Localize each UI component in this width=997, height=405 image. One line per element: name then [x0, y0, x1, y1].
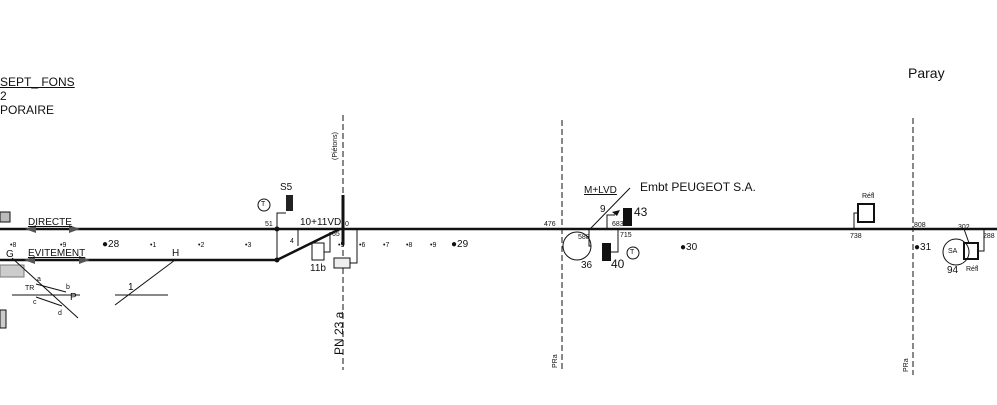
m-lvd-label: M+LVD: [584, 185, 617, 196]
signal-11b: [311, 242, 325, 261]
km-51: 51: [265, 221, 273, 228]
label-c: c: [33, 299, 37, 306]
label-h: H: [172, 248, 180, 259]
reflector-label-1: Réfl: [862, 193, 875, 200]
marker: •2: [198, 242, 205, 249]
speed-sign-36-label: 36: [581, 260, 593, 271]
km-0: 0: [345, 221, 349, 228]
reflector-box-2: [963, 242, 979, 260]
marker-major: ●29: [451, 239, 469, 250]
line-number: 2: [0, 89, 7, 103]
km-808: 808: [914, 222, 926, 229]
reflector-box-1: [857, 203, 875, 223]
marker: •7: [383, 242, 390, 249]
label-p: P: [70, 292, 77, 303]
label-1: 1: [128, 282, 134, 293]
peugeot-siding-label: Embt PEUGEOT S.A.: [640, 180, 756, 194]
t-label-2: T: [630, 249, 635, 256]
evitement-arrow-right: [79, 256, 90, 264]
track-label-directe: DIRECTE: [28, 217, 72, 228]
marker: •8: [10, 242, 17, 249]
label-g: G: [6, 249, 14, 260]
km-476: 476: [544, 221, 556, 228]
speed-sign-sa: SA: [948, 248, 958, 255]
track-label-evitement: EVITEMENT: [28, 248, 86, 259]
evitement-arrow-left: [24, 256, 35, 264]
km-738: 738: [850, 233, 862, 240]
signal-s5-label: S5: [280, 182, 293, 193]
warning-sign: [333, 257, 351, 269]
km-588: 588: [578, 234, 590, 241]
signal-11b-label: 11b: [310, 263, 326, 274]
label-tr: TR: [25, 285, 35, 292]
switch-10-11vd-label: 10+11VD: [300, 217, 342, 228]
signal-40-label: 40: [611, 257, 625, 271]
km-288: 288: [983, 233, 995, 240]
reflector-label-2: Réfl: [966, 266, 979, 273]
label-4: 4: [290, 238, 294, 245]
pra-label-1: PRa: [552, 354, 559, 368]
km-65: 65: [332, 231, 340, 238]
signal-43: [623, 208, 632, 226]
km-683: 683: [612, 221, 624, 228]
marker: •5: [338, 242, 345, 249]
signal-40: [602, 243, 611, 261]
speed-sign-94: [942, 238, 970, 266]
marker-major: ●31: [914, 242, 932, 253]
line-title: SEPT_ FONS: [0, 75, 75, 89]
directe-arrow-right: [69, 225, 80, 233]
label-b: b: [66, 284, 70, 291]
marker: •8: [406, 242, 413, 249]
km-302: 302: [958, 224, 970, 231]
signal-43-label: 43: [634, 205, 648, 219]
marker: •9: [60, 242, 67, 249]
line-status: PORAIRE: [0, 103, 55, 117]
marker: •3: [245, 242, 252, 249]
label-a: a: [37, 276, 41, 283]
marker: •9: [430, 242, 437, 249]
marker: •1: [150, 242, 157, 249]
level-crossing-label: PN 23 a: [332, 311, 346, 355]
marker-major: ●30: [680, 242, 698, 253]
speed-sign-94-label: 94: [947, 265, 959, 276]
signal-s5: [286, 195, 293, 211]
destination-label: Paray: [908, 65, 945, 81]
pedestrian-crossing-label: (Piétons): [332, 131, 339, 160]
marker: •6: [359, 242, 366, 249]
label-d: d: [58, 310, 62, 317]
directe-arrow-left: [25, 225, 36, 233]
label-9: 9: [600, 204, 606, 215]
km-715: 715: [620, 232, 632, 239]
pra-label-2: PRa: [903, 358, 910, 372]
marker-major: ●28: [102, 239, 120, 250]
t-label-1: T: [261, 201, 266, 208]
